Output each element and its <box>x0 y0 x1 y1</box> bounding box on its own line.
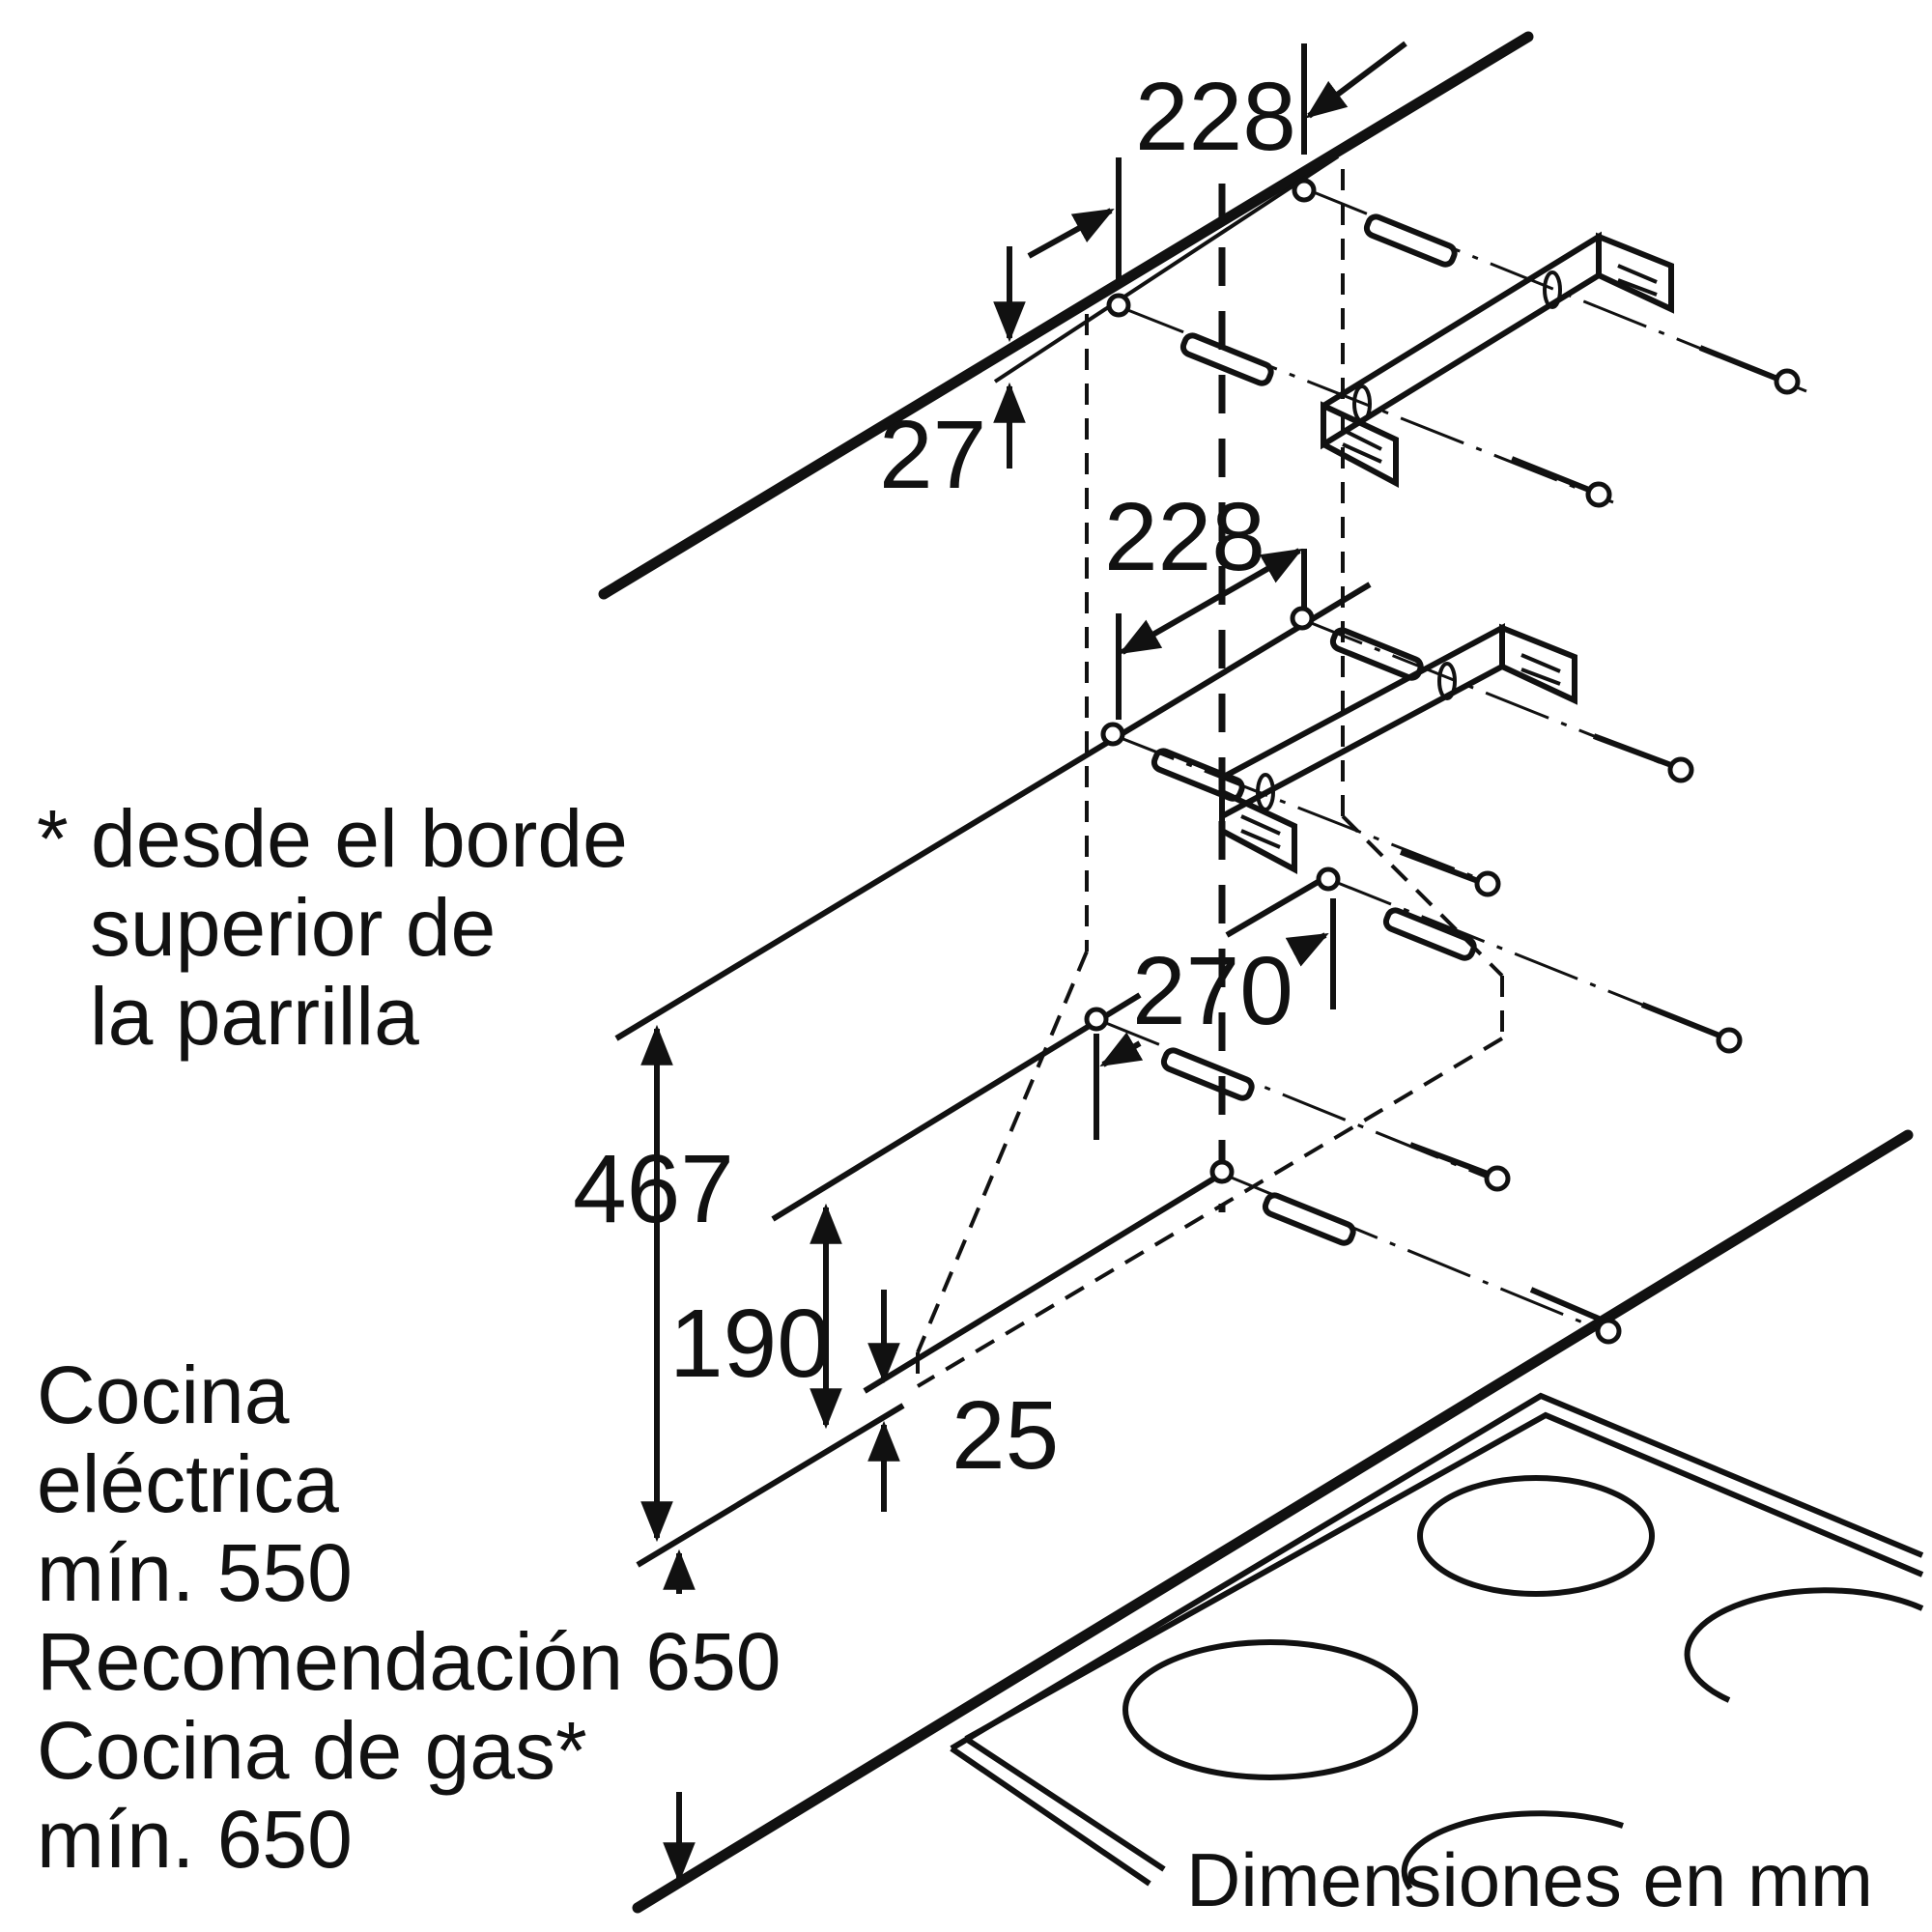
cooktop <box>950 1392 1924 1890</box>
dim-mid-hole-spacing: 228 <box>1104 483 1265 591</box>
cooktop-burner-4 <box>1401 1810 1624 1890</box>
lower-bracket <box>1219 622 1577 874</box>
ceiling-inner-line <box>993 155 1340 384</box>
base-mounting-line <box>636 1403 905 1568</box>
grid-note-line3: la parrilla <box>90 971 419 1062</box>
electric-line2: eléctrica <box>37 1438 339 1529</box>
dim-top-hole-spacing: 228 <box>1135 63 1296 171</box>
grid-note-line2: superior de <box>90 882 497 973</box>
upper-mounting-line <box>614 582 1372 1041</box>
side-mounting-line <box>1225 871 1333 938</box>
dimension-lines <box>640 41 1407 1884</box>
electric-line1: Cocina <box>37 1350 290 1440</box>
hood-outline <box>916 169 1504 1388</box>
grid-note-line1: * desde el borde <box>37 793 628 884</box>
recommendation-line: Recomendación 650 <box>37 1616 781 1707</box>
units-caption: Dimensiones en mm <box>1186 1837 1873 1922</box>
grid-note: * desde el borde superior de la parrilla <box>37 794 628 1061</box>
cooktop-burner-2 <box>1122 1639 1418 1780</box>
bottom-mounting-line <box>863 1171 1224 1394</box>
drill-holes <box>1084 178 1341 1184</box>
dim-top-offset: 27 <box>879 401 986 509</box>
clearance-note: Cocina eléctrica mín. 550 Recomendación … <box>37 1350 781 1884</box>
dim-bracket-distance: 467 <box>573 1135 734 1243</box>
ceiling-line <box>598 31 1534 600</box>
cooktop-burner-1 <box>1417 1475 1655 1597</box>
upper-bracket <box>1321 231 1674 488</box>
dim-lower-hole-spacing: 270 <box>1132 937 1293 1045</box>
dim-lower-offset: 25 <box>952 1381 1059 1490</box>
electric-line3: mín. 550 <box>37 1527 353 1618</box>
wall-plugs <box>1151 213 1477 1246</box>
gas-line1: Cocina de gas* <box>37 1705 587 1796</box>
lower-mounting-line <box>771 992 1142 1222</box>
dim-lower-distance: 190 <box>669 1290 831 1398</box>
screws <box>1399 345 1801 1345</box>
cooktop-burner-3 <box>1684 1587 1924 1703</box>
gas-line2: mín. 650 <box>37 1794 353 1885</box>
worktop-line <box>632 1129 1914 1914</box>
